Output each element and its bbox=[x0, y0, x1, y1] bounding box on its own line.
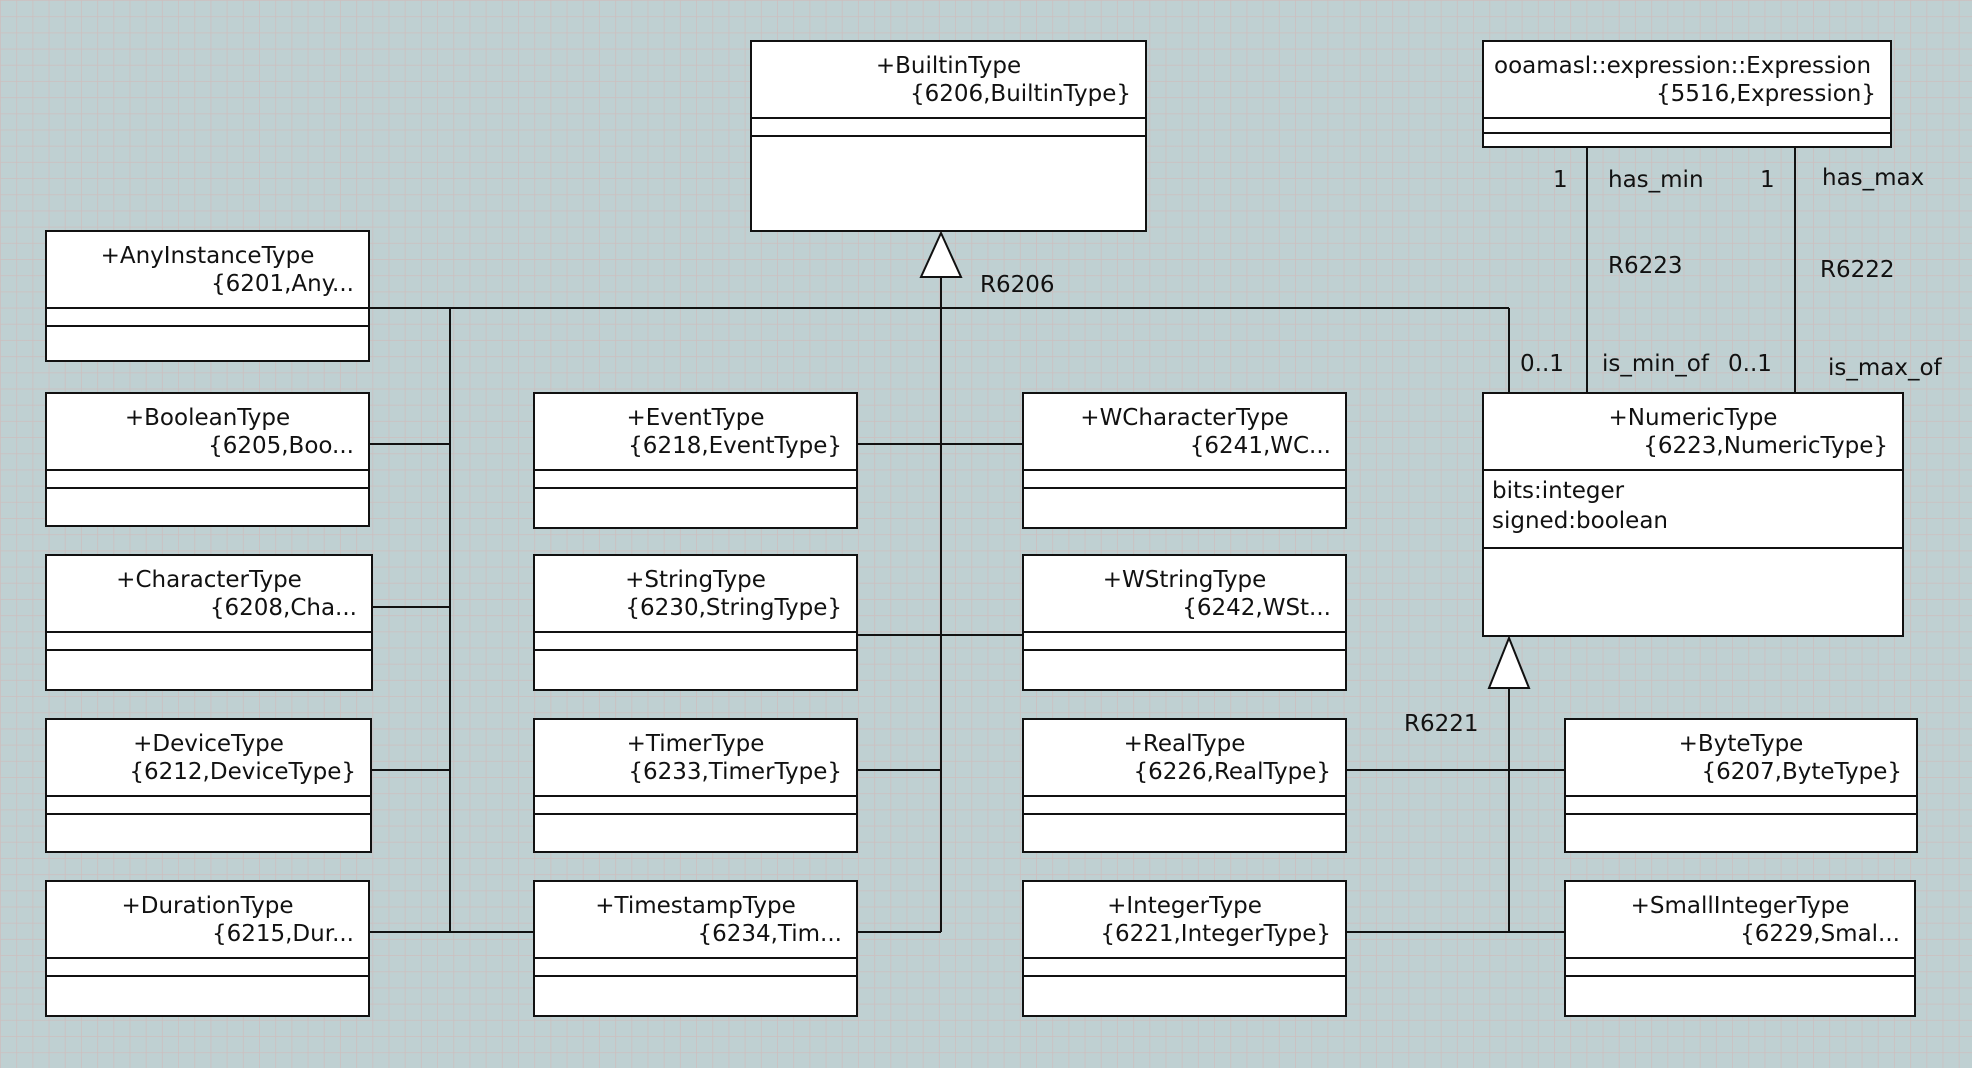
class-name: +DurationType bbox=[121, 893, 294, 919]
class-name: +ByteType bbox=[1678, 731, 1804, 757]
class-id: {6208,Cha... bbox=[209, 595, 357, 621]
multiplicity-max-zero-one: 0..1 bbox=[1728, 351, 1772, 377]
class-wcharacter-type[interactable]: +WCharacterType{6241,WC... bbox=[1022, 392, 1347, 529]
class-integer-type[interactable]: +IntegerType{6221,IntegerType} bbox=[1022, 880, 1347, 1017]
class-name: +BuiltinType bbox=[875, 53, 1022, 79]
class-id: {6229,Smal... bbox=[1740, 921, 1900, 947]
class-id: {6206,BuiltinType} bbox=[909, 81, 1131, 107]
class-name: +SmallIntegerType bbox=[1630, 893, 1850, 919]
class-name: +IntegerType bbox=[1107, 893, 1262, 919]
class-name: +AnyInstanceType bbox=[100, 243, 315, 269]
class-name: +RealType bbox=[1123, 731, 1246, 757]
class-id: {6223,NumericType} bbox=[1643, 433, 1888, 459]
r6223-label: R6223 bbox=[1608, 253, 1683, 279]
class-id: {6201,Any... bbox=[210, 271, 354, 297]
class-numeric-type[interactable]: +NumericType{6223,NumericType} bits:inte… bbox=[1482, 392, 1904, 637]
has-max-label: has_max bbox=[1822, 165, 1925, 191]
class-id: {6230,StringType} bbox=[625, 595, 842, 621]
class-duration-type[interactable]: +DurationType{6215,Dur... bbox=[45, 880, 370, 1017]
class-name: ooamasl::expression::Expression bbox=[1494, 53, 1872, 79]
class-id: {5516,Expression} bbox=[1656, 81, 1876, 107]
class-real-type[interactable]: +RealType{6226,RealType} bbox=[1022, 718, 1347, 853]
multiplicity-max-one: 1 bbox=[1760, 167, 1775, 193]
class-name: +NumericType bbox=[1608, 405, 1778, 431]
r6221-generalization-triangle bbox=[1487, 635, 1531, 689]
attribute-signed: signed:boolean bbox=[1492, 508, 1669, 534]
r6221-label: R6221 bbox=[1404, 711, 1479, 737]
class-id: {6207,ByteType} bbox=[1701, 759, 1903, 785]
class-id: {6221,IntegerType} bbox=[1100, 921, 1331, 947]
class-name: +CharacterType bbox=[116, 567, 302, 593]
class-name: +TimestampType bbox=[595, 893, 796, 919]
class-name: +DeviceType bbox=[133, 731, 284, 757]
class-id: {6218,EventType} bbox=[628, 433, 842, 459]
class-id: {6242,WSt... bbox=[1182, 595, 1331, 621]
attribute-bits: bits:integer bbox=[1492, 478, 1625, 504]
class-any-instance-type[interactable]: +AnyInstanceType{6201,Any... bbox=[45, 230, 370, 362]
class-device-type[interactable]: +DeviceType{6212,DeviceType} bbox=[45, 718, 372, 853]
r6206-generalization-triangle bbox=[919, 230, 963, 278]
r6206-label: R6206 bbox=[980, 272, 1055, 298]
class-boolean-type[interactable]: +BooleanType{6205,Boo... bbox=[45, 392, 370, 527]
class-timestamp-type[interactable]: +TimestampType{6234,Tim... bbox=[533, 880, 858, 1017]
class-id: {6215,Dur... bbox=[211, 921, 354, 947]
class-expression[interactable]: ooamasl::expression::Expression{5516,Exp… bbox=[1482, 40, 1892, 148]
class-string-type[interactable]: +StringType{6230,StringType} bbox=[533, 554, 858, 691]
class-name: +StringType bbox=[625, 567, 766, 593]
class-id: {6226,RealType} bbox=[1133, 759, 1331, 785]
class-name: +EventType bbox=[626, 405, 765, 431]
class-attributes: bits:integer signed:boolean bbox=[1492, 476, 1894, 536]
has-min-label: has_min bbox=[1608, 167, 1704, 193]
class-id: {6212,DeviceType} bbox=[129, 759, 356, 785]
class-builtin-type[interactable]: +BuiltinType{6206,BuiltinType} bbox=[750, 40, 1147, 232]
class-character-type[interactable]: +CharacterType{6208,Cha... bbox=[45, 554, 373, 691]
class-id: {6241,WC... bbox=[1189, 433, 1331, 459]
is-max-of-label: is_max_of bbox=[1828, 355, 1942, 381]
class-small-integer-type[interactable]: +SmallIntegerType{6229,Smal... bbox=[1564, 880, 1916, 1017]
class-id: {6234,Tim... bbox=[697, 921, 842, 947]
class-byte-type[interactable]: +ByteType{6207,ByteType} bbox=[1564, 718, 1918, 853]
class-name: +WStringType bbox=[1102, 567, 1267, 593]
r6222-label: R6222 bbox=[1820, 257, 1895, 283]
class-name: +WCharacterType bbox=[1080, 405, 1289, 431]
class-id: {6205,Boo... bbox=[208, 433, 354, 459]
class-name: +BooleanType bbox=[124, 405, 291, 431]
class-timer-type[interactable]: +TimerType{6233,TimerType} bbox=[533, 718, 858, 853]
class-event-type[interactable]: +EventType{6218,EventType} bbox=[533, 392, 858, 529]
multiplicity-min-one: 1 bbox=[1553, 167, 1568, 193]
is-min-of-label: is_min_of bbox=[1602, 351, 1709, 377]
class-wstring-type[interactable]: +WStringType{6242,WSt... bbox=[1022, 554, 1347, 691]
class-id: {6233,TimerType} bbox=[628, 759, 842, 785]
multiplicity-min-zero-one: 0..1 bbox=[1520, 351, 1564, 377]
class-name: +TimerType bbox=[626, 731, 765, 757]
